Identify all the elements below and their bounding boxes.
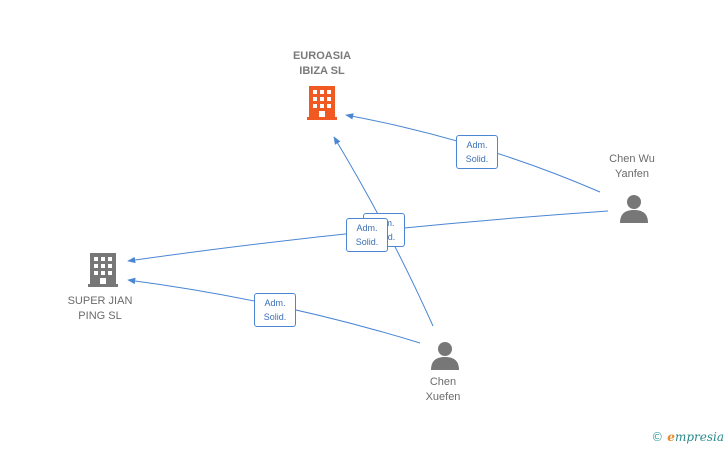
- superjian-name-line2: PING SL: [78, 310, 122, 322]
- edge-role-line2: Solid.: [465, 154, 489, 164]
- edge-label-chenxue-superjian[interactable]: Adm. Solid.: [254, 293, 296, 327]
- edge-role-line2: Solid.: [355, 237, 379, 247]
- building-icon[interactable]: [88, 253, 118, 287]
- edge-label-chenwu-euroasia[interactable]: Adm. Solid.: [456, 135, 498, 169]
- chenwu-name-line1: Chen Wu: [609, 153, 655, 165]
- node-label-chenwu[interactable]: Chen Wu Yanfen: [587, 152, 677, 182]
- chenwu-name-line2: Yanfen: [614, 168, 650, 180]
- superjian-name-line1: SUPER JIAN: [67, 295, 133, 307]
- brand-name: mpresia: [674, 430, 724, 444]
- node-label-superjian[interactable]: SUPER JIAN PING SL: [55, 294, 145, 324]
- empresia-watermark: ©empresia: [651, 430, 724, 444]
- edge-role-line1: Adm.: [466, 140, 488, 150]
- company-building-icon[interactable]: [307, 86, 337, 120]
- node-label-euroasia[interactable]: EUROASIA IBIZA SL: [277, 49, 367, 79]
- euroasia-name-line2: IBIZA SL: [299, 65, 345, 77]
- person-icon[interactable]: [619, 193, 649, 223]
- edge-role-line1: Adm.: [264, 298, 286, 308]
- edge-role-line1: Adm.: [356, 223, 378, 233]
- chenxue-name-line1: Chen: [429, 376, 457, 388]
- brand-initial: e: [667, 430, 675, 444]
- person-icon[interactable]: [430, 340, 460, 370]
- node-label-chenxue[interactable]: Chen Xuefen: [398, 375, 488, 405]
- edge-label-chenwu-superjian[interactable]: Adm. Solid.: [346, 218, 388, 252]
- edge-role-line2: Solid.: [263, 312, 287, 322]
- copyright-symbol: ©: [651, 430, 664, 444]
- euroasia-name-line1: EUROASIA: [292, 50, 352, 62]
- chenxue-name-line2: Xuefen: [425, 391, 461, 403]
